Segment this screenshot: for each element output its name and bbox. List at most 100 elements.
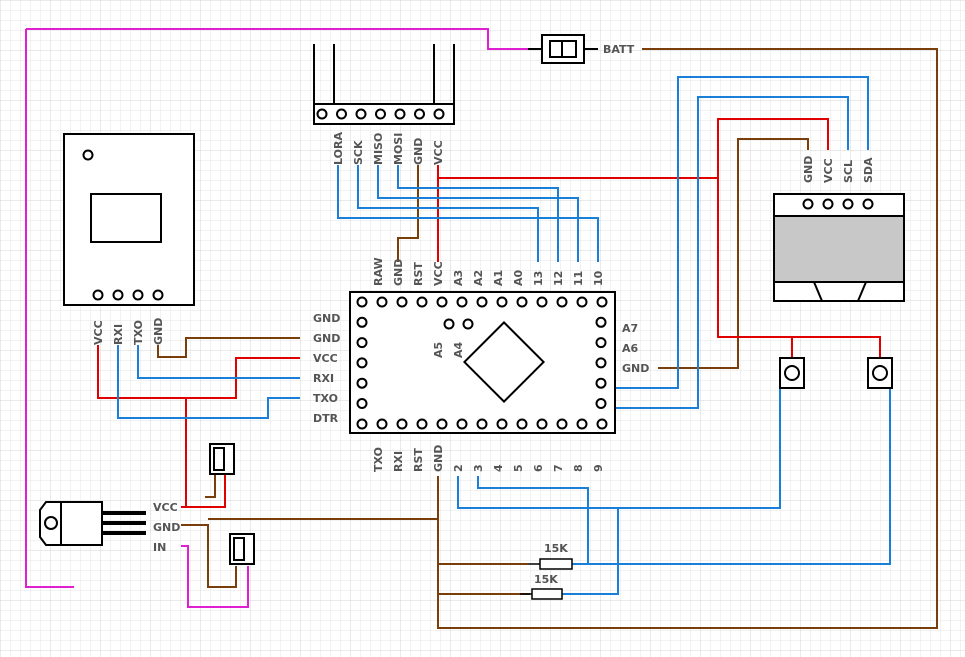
oled-pin <box>842 198 854 210</box>
wire-brown-gps-gnd <box>157 337 300 358</box>
arduino-left-pin <box>356 316 368 328</box>
wire-blue-res2 <box>562 508 619 595</box>
gps-pin <box>132 289 144 301</box>
arduino-bottom-pin <box>556 418 568 430</box>
lora-pin <box>336 108 347 120</box>
arduino-bottom-pin <box>576 418 588 430</box>
arduino-bottom-pin <box>496 418 508 430</box>
lora-pin-label: LORA <box>332 132 345 165</box>
arduino-top-pin <box>356 296 368 308</box>
arduino-bottom-pin <box>416 418 428 430</box>
arduino-bottom-pin <box>596 418 608 430</box>
resistor-2-label: 15K <box>534 573 558 586</box>
arduino-left-pin <box>356 377 368 389</box>
wire-magenta-batt <box>26 28 528 50</box>
wire-blue-sck <box>357 165 539 262</box>
wire-brown-gnd-vert <box>208 518 530 595</box>
arduino-bottom-pin <box>376 418 388 430</box>
arduino-top-label: 11 <box>572 271 585 286</box>
gps-pin-label: GND <box>152 318 165 345</box>
arduino-top-label: A3 <box>452 270 465 286</box>
ftdi-label: GND <box>313 312 340 325</box>
arduino-top-label: 10 <box>592 270 605 286</box>
arduino-inner-pin <box>462 318 474 330</box>
arduino-top-label: A2 <box>472 270 485 286</box>
arduino-bottom-label: 2 <box>452 464 465 472</box>
gps-pin-label: TXO <box>132 320 145 345</box>
resistor-1: 15K <box>528 542 573 570</box>
arduino-inner-pin <box>443 318 455 330</box>
arduino-right-label: A7 <box>622 322 638 335</box>
wire-brown-lora-gnd <box>397 165 419 262</box>
lora-pin-label: MISO <box>372 133 385 165</box>
regulator-label: IN <box>153 541 166 554</box>
push-button-2 <box>867 357 893 389</box>
arduino-top-pin <box>476 296 488 308</box>
arduino-bottom-label: RXI <box>392 451 405 472</box>
wire-red-oled-vcc <box>717 118 829 178</box>
ftdi-label: TXO <box>313 392 338 405</box>
arduino-inner-label: A5 <box>432 342 445 358</box>
arduino-bottom-label: 4 <box>492 464 505 472</box>
arduino-bottom-pin <box>536 418 548 430</box>
gps-chip <box>90 193 162 243</box>
wire-brown-oled-gnd <box>658 138 809 369</box>
lora-pin-label: GND <box>412 138 425 165</box>
arduino-top-label: GND <box>392 259 405 286</box>
arduino-top-pin <box>576 296 588 308</box>
arduino-right-label: GND <box>622 362 649 375</box>
wire-blue-miso <box>377 165 579 262</box>
arduino-right-pin <box>595 398 607 409</box>
slide-switch-2 <box>229 533 255 565</box>
arduino-top-label: VCC <box>432 261 445 286</box>
arduino-top-label: A0 <box>512 269 525 286</box>
arduino-top-pin <box>496 296 508 308</box>
wire-blue-d3 <box>477 476 589 565</box>
lora-pin-label: MOSI <box>392 133 405 165</box>
wire-blue-sw2 <box>588 388 891 565</box>
wire-blue-gps-tx <box>137 345 300 379</box>
wire-red-reg-vcc <box>181 475 226 508</box>
arduino-top-pin <box>516 296 528 308</box>
arduino-top-pin <box>396 296 408 308</box>
oled-pin-label: GND <box>802 156 815 183</box>
lora-pin-label: VCC <box>432 140 445 165</box>
wire-blue-sda <box>528 76 869 389</box>
lora-pin <box>414 108 425 120</box>
arduino-left-pin <box>356 337 368 349</box>
arduino-bottom-pin <box>456 418 468 430</box>
wire-brown-reg-gnd <box>181 524 237 588</box>
oled-pin-label: SDA <box>862 157 875 183</box>
arduino-bottom-pin <box>396 418 408 430</box>
battery-switch: BATT <box>528 34 635 64</box>
arduino-top-label: 13 <box>532 271 545 286</box>
wire-magenta-left <box>25 29 74 588</box>
arduino-top-label: A1 <box>492 270 505 286</box>
wires <box>25 28 938 629</box>
gps-pin-label: VCC <box>92 320 105 345</box>
arduino-bottom-label: 3 <box>472 464 485 472</box>
arduino-top-label: 12 <box>552 271 565 286</box>
regulator-label: VCC <box>153 501 178 514</box>
regulator-label: GND <box>153 521 180 534</box>
arduino-top-pin <box>536 296 548 308</box>
ftdi-label: RXI <box>313 372 334 385</box>
arduino-right-pin <box>595 377 607 389</box>
wire-red-vcc-top <box>438 177 881 358</box>
arduino-top-pin <box>596 296 608 308</box>
ftdi-label: VCC <box>313 352 338 365</box>
arduino-bottom-pin <box>436 418 448 430</box>
arduino-top-pin <box>436 296 448 308</box>
arduino-right-pin <box>595 337 607 349</box>
arduino-inner-label: A4 <box>452 341 465 358</box>
wire-blue-lora <box>337 165 599 262</box>
arduino-top-pin <box>556 296 568 308</box>
lora-pin <box>355 108 367 120</box>
gps-pin <box>112 289 124 301</box>
oled-pin-label: VCC <box>822 158 835 183</box>
